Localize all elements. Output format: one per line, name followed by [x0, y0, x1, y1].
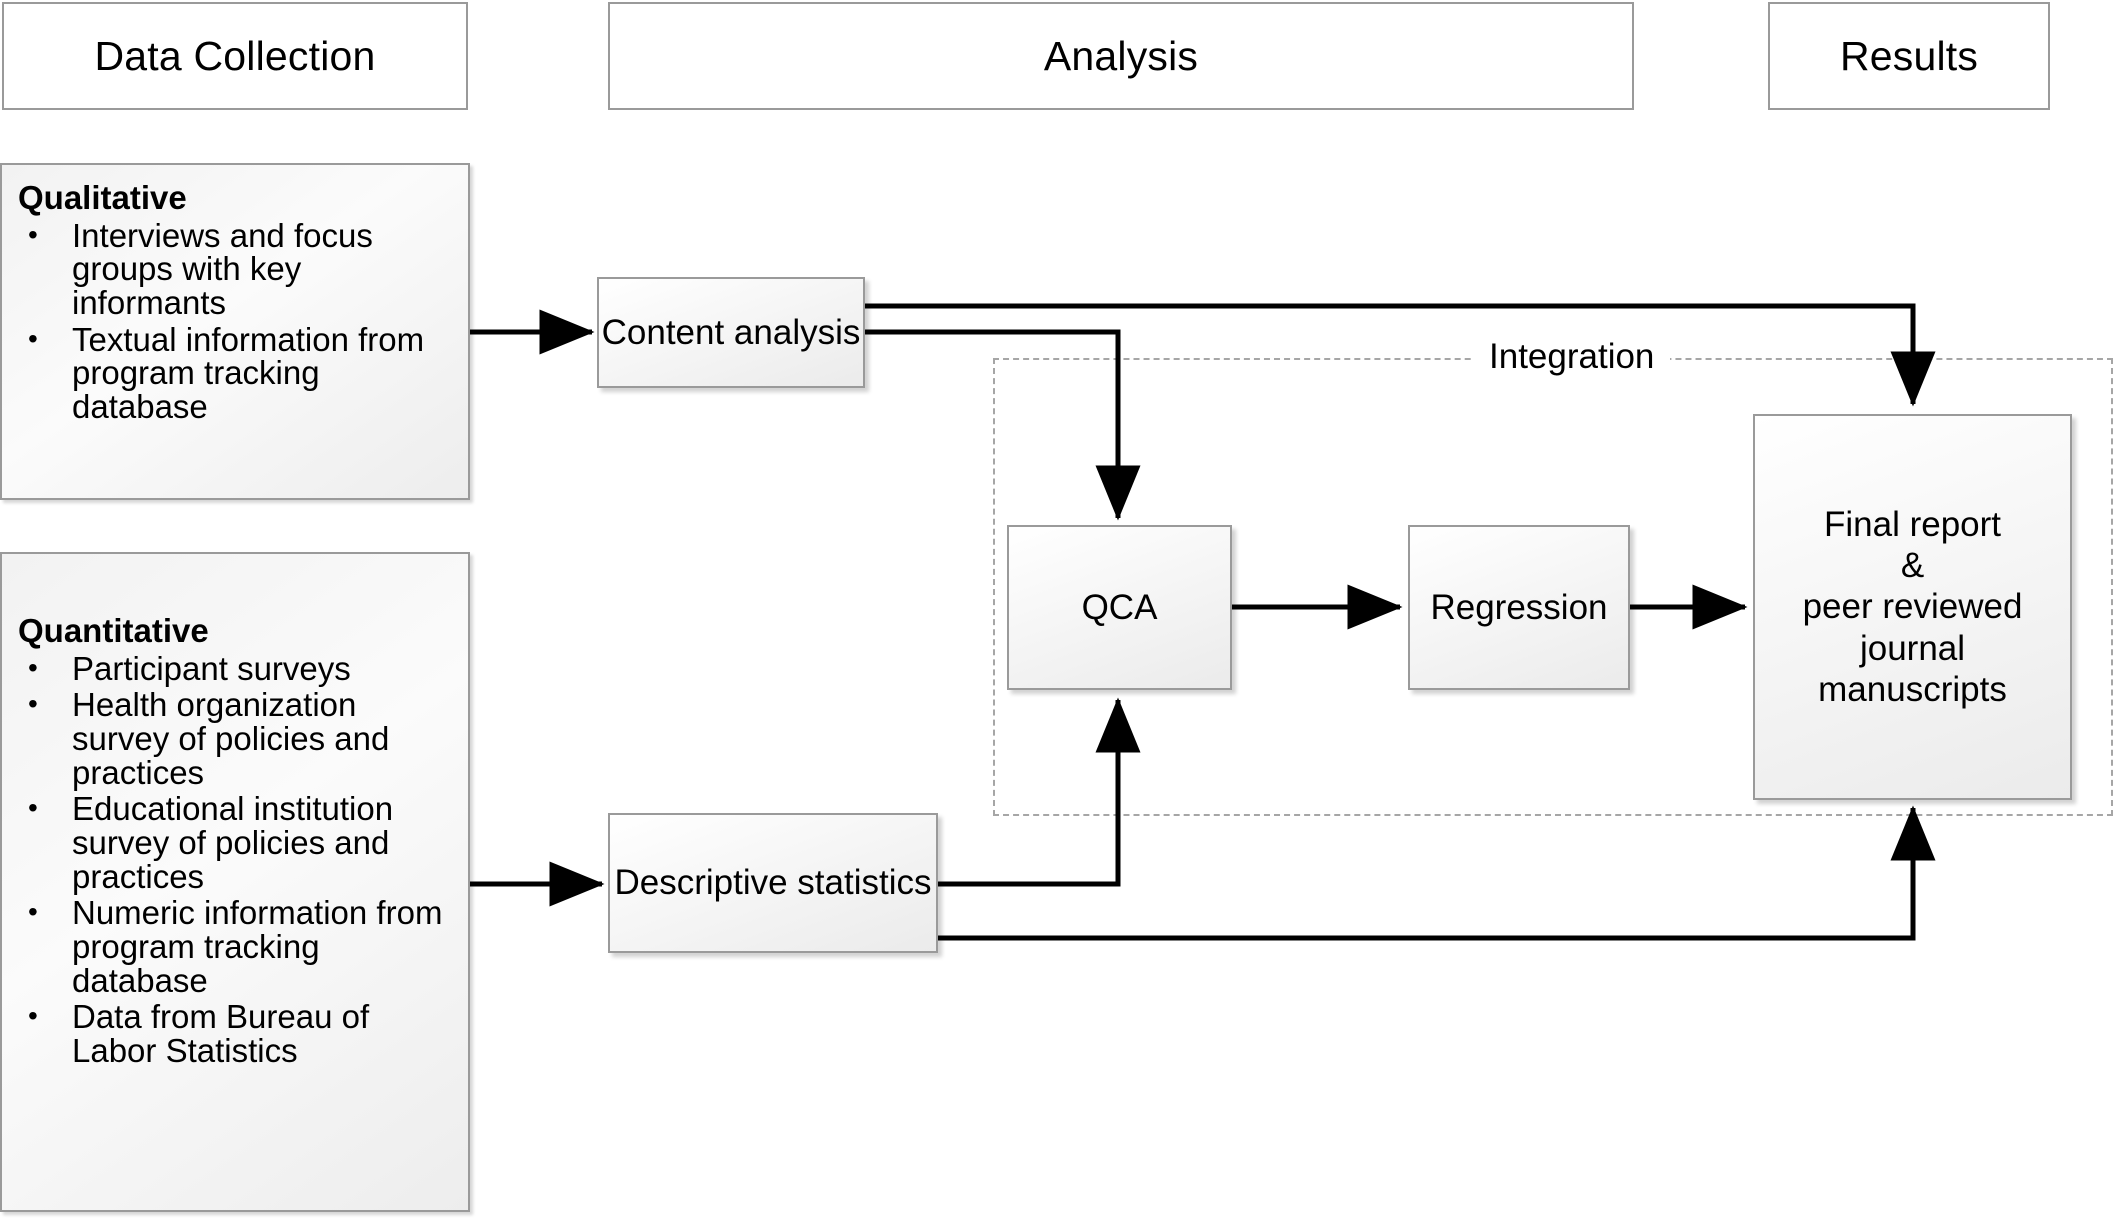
list-item: • Textual information from program track… — [18, 320, 452, 425]
list-item-text: Interviews and focus groups with key inf… — [72, 216, 373, 321]
process-descriptive-statistics-label: Descriptive statistics — [614, 863, 932, 903]
bullet-icon: • — [28, 322, 38, 354]
header-data-collection-label: Data Collection — [94, 32, 376, 79]
header-data-collection: Data Collection — [2, 2, 468, 110]
header-analysis: Analysis — [608, 2, 1634, 110]
header-results-label: Results — [1839, 32, 1979, 79]
bullet-icon: • — [28, 896, 38, 928]
list-item: • Participant surveys — [18, 649, 452, 687]
process-final-report: Final report & peer reviewed journal man… — [1753, 414, 2072, 800]
list-item-text: Data from Bureau of Labor Statistics — [72, 998, 370, 1069]
integration-label: Integration — [1473, 337, 1671, 377]
panel-qualitative-title: Qualitative — [18, 179, 187, 216]
list-item: • Educational institution survey of poli… — [18, 792, 452, 893]
list-item-text: Participant surveys — [72, 649, 351, 687]
panel-quantitative-title: Quantitative — [18, 612, 209, 649]
panel-quantitative: Quantitative • Participant surveys • Hea… — [0, 552, 470, 1212]
process-regression: Regression — [1408, 525, 1630, 690]
process-qca: QCA — [1007, 525, 1232, 690]
panel-qualitative: Qualitative • Interviews and focus group… — [0, 163, 470, 500]
process-descriptive-statistics: Descriptive statistics — [608, 813, 938, 953]
header-analysis-label: Analysis — [1043, 32, 1199, 79]
process-content-analysis: Content analysis — [597, 277, 865, 388]
list-item: • Data from Bureau of Labor Statistics — [18, 1000, 452, 1067]
process-regression-label: Regression — [1430, 587, 1608, 627]
bullet-icon: • — [28, 218, 38, 250]
bullet-icon: • — [28, 688, 38, 720]
list-item: • Numeric information from program track… — [18, 896, 452, 997]
process-qca-label: QCA — [1081, 587, 1158, 627]
process-final-report-label: Final report & peer reviewed journal man… — [1802, 504, 2023, 709]
list-item-text: Numeric information from program trackin… — [72, 894, 443, 999]
bullet-icon: • — [28, 792, 38, 824]
panel-qualitative-list: • Interviews and focus groups with key i… — [18, 216, 452, 425]
arrow-descriptive-statistics-to-final-report — [938, 805, 1936, 941]
list-item-text: Educational institution survey of polici… — [72, 790, 394, 895]
list-item-text: Health organization survey of policies a… — [72, 686, 390, 791]
list-item: • Health organization survey of policies… — [18, 688, 452, 789]
list-item: • Interviews and focus groups with key i… — [18, 216, 452, 321]
process-content-analysis-label: Content analysis — [601, 312, 861, 352]
bullet-icon: • — [28, 651, 38, 683]
header-results: Results — [1768, 2, 2050, 110]
panel-quantitative-list: • Participant surveys • Health organizat… — [18, 649, 452, 1068]
bullet-icon: • — [28, 1000, 38, 1032]
list-item-text: Textual information from program trackin… — [72, 320, 425, 425]
